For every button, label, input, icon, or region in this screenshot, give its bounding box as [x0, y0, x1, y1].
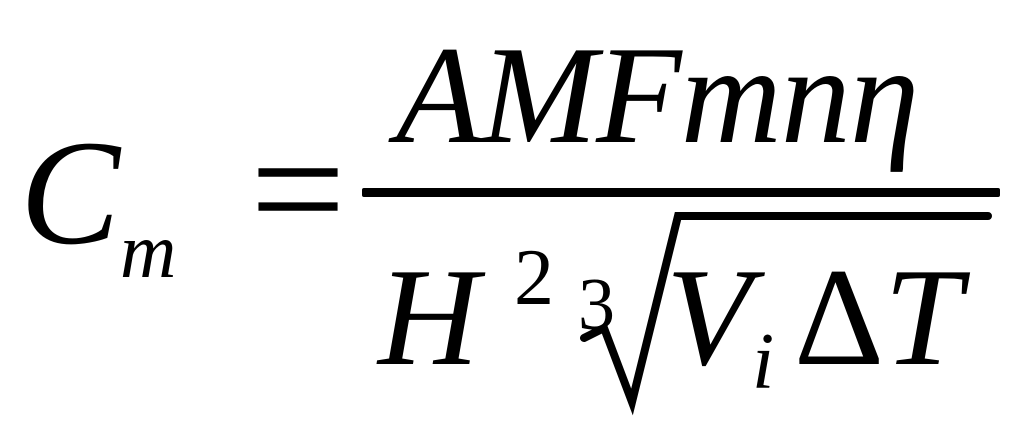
lhs-symbol: C: [20, 110, 121, 276]
radicand-v-subscript: i: [752, 318, 775, 406]
lhs-subscript: m: [120, 207, 177, 294]
radicand-t: T: [884, 240, 962, 395]
fraction-bar: [362, 188, 1000, 197]
radical-sign-icon: [580, 212, 992, 416]
numerator: AMFmnη: [396, 18, 919, 173]
denominator-exponent: 2: [514, 234, 554, 322]
radicand-v: V: [666, 240, 752, 395]
radicand-delta: Δ: [794, 240, 885, 395]
denominator-base: H: [378, 240, 480, 395]
equals-sign: =: [250, 95, 346, 283]
